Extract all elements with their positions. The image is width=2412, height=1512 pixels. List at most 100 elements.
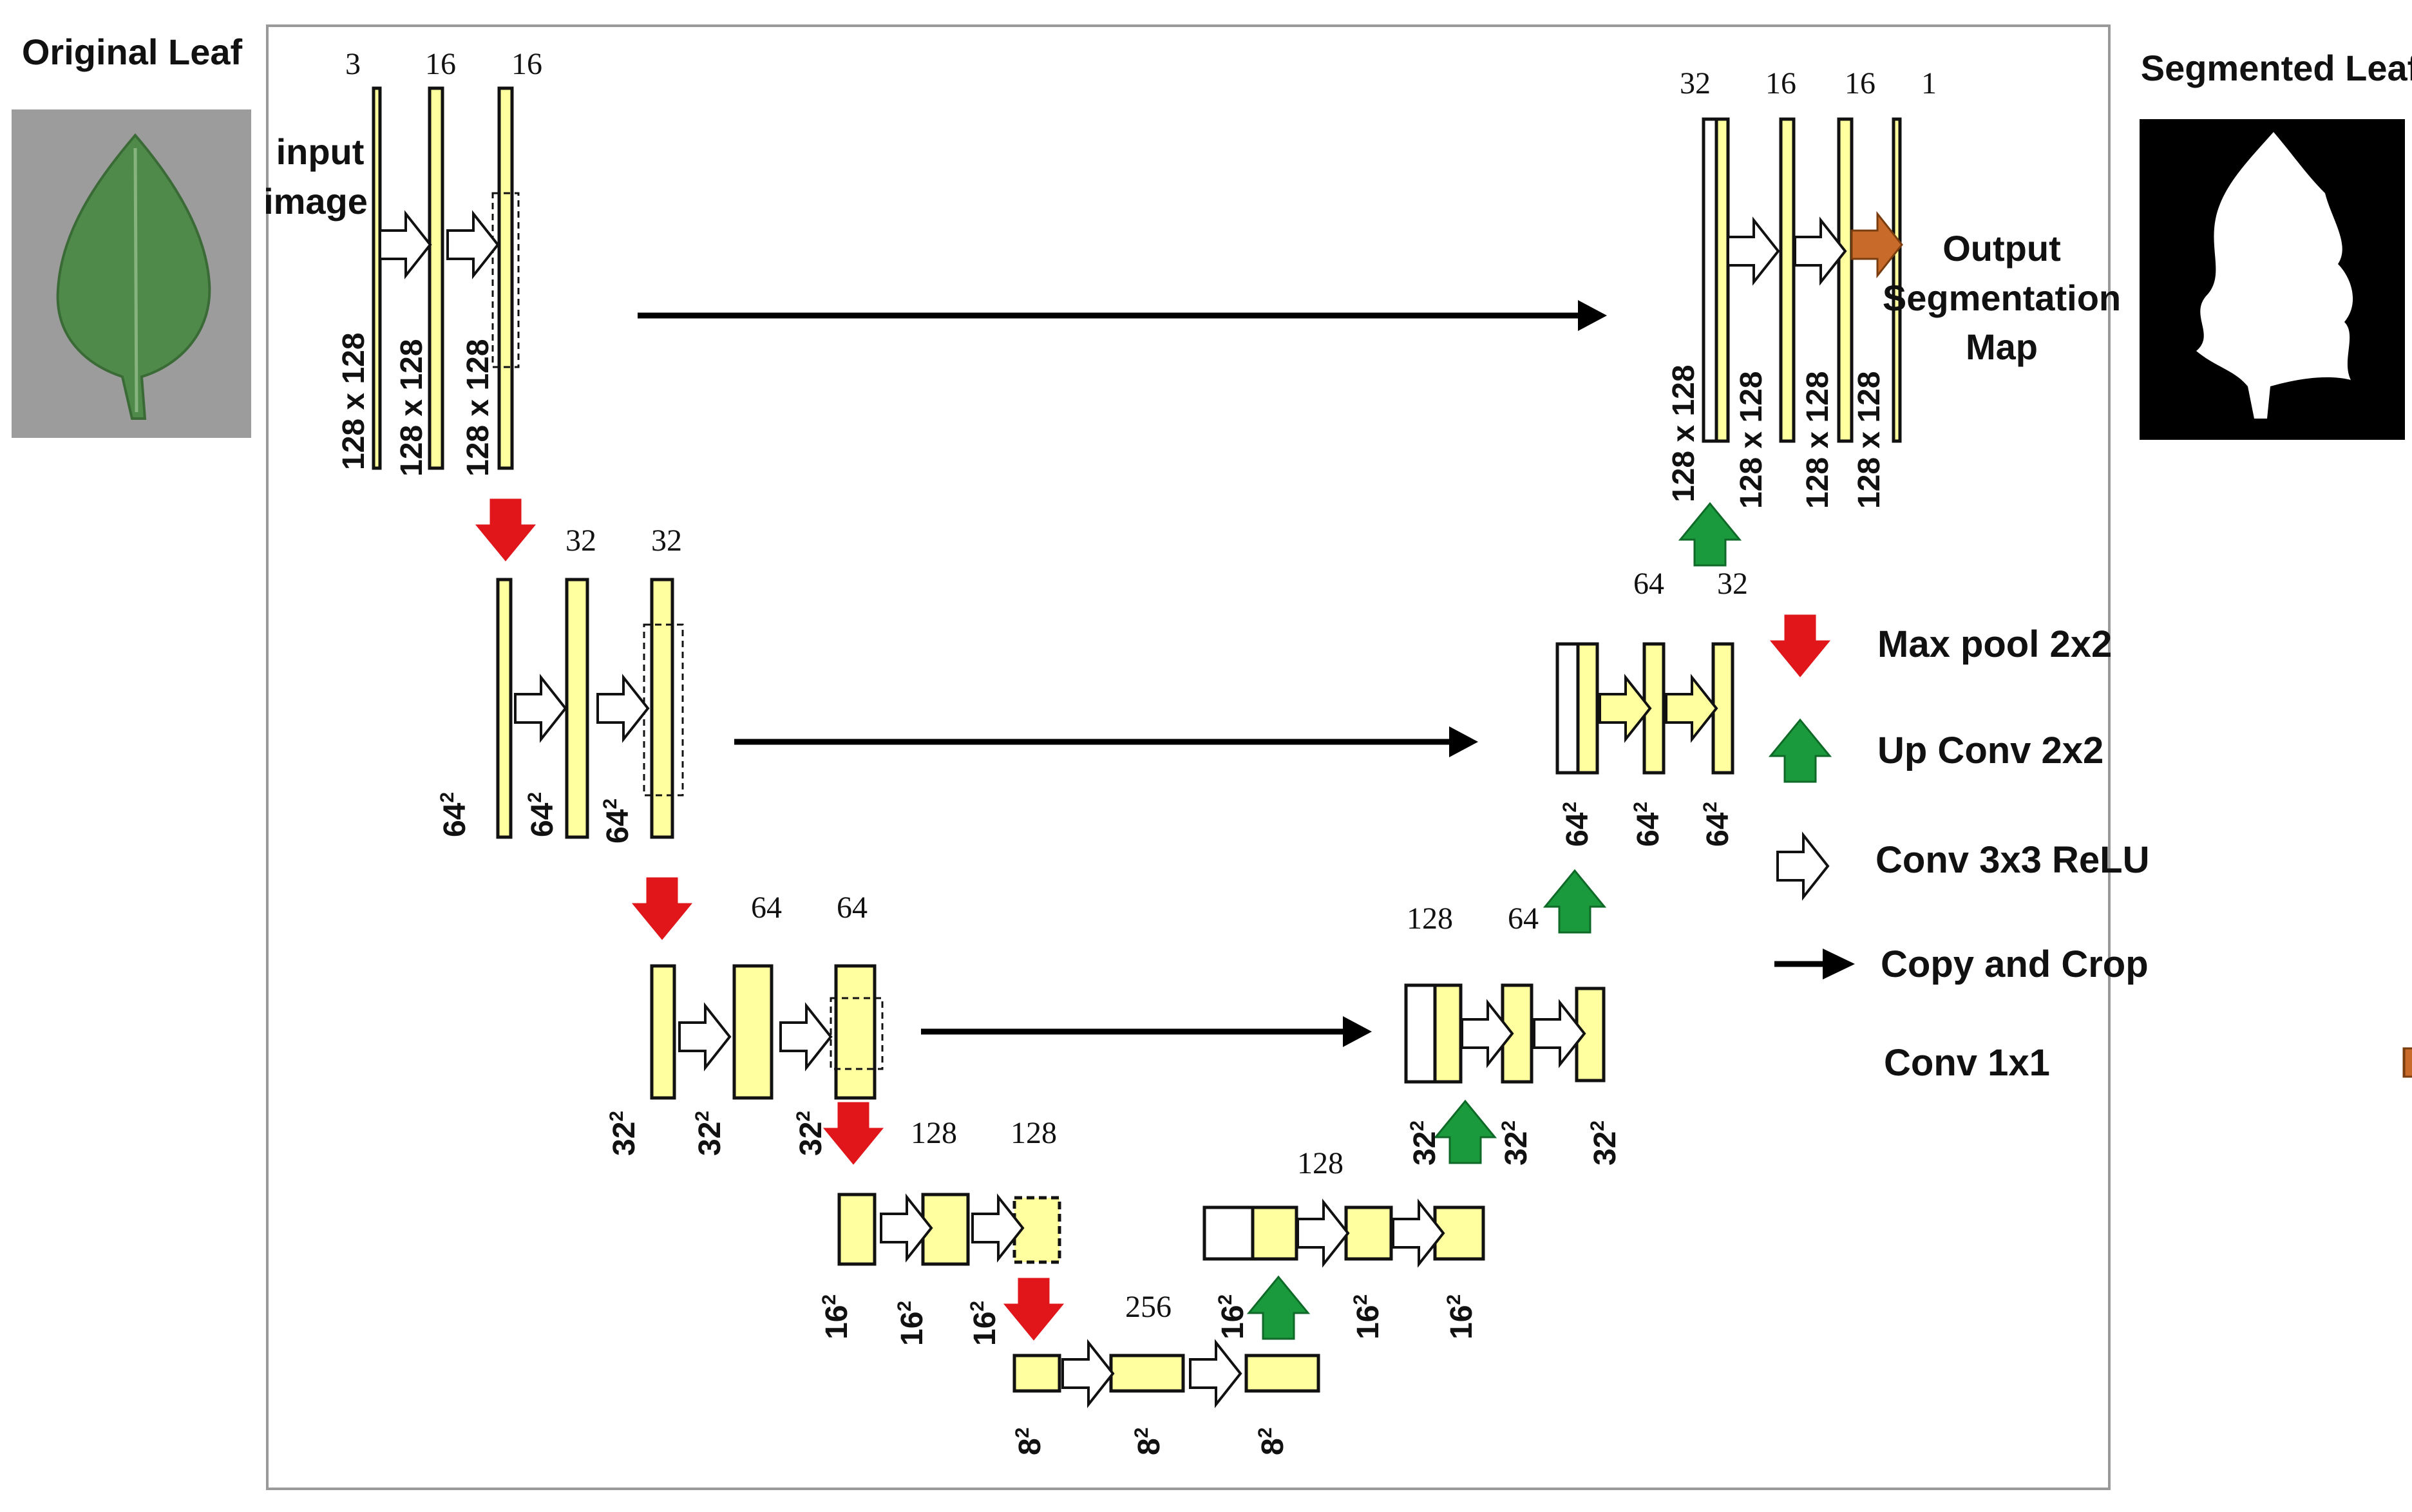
- diagram-frame: [266, 24, 2111, 1490]
- svg-text:322: 322: [1498, 1120, 1534, 1166]
- conv-arrow: [379, 213, 432, 277]
- feature-map: [1702, 117, 1718, 443]
- size-exponent: 2: [1215, 1294, 1236, 1305]
- channel-label: 32: [565, 524, 596, 558]
- size-exponent: 2: [819, 1294, 840, 1305]
- feature-map: [1892, 117, 1902, 443]
- original-leaf-label: Original Leaf: [22, 32, 243, 72]
- conv-arrow: [1776, 834, 1829, 898]
- conv-arrow: [1296, 1201, 1349, 1265]
- feature-map: [1501, 983, 1534, 1084]
- decoder-level-2: 64 32 642 642 642: [1555, 567, 1748, 847]
- size-label: 128 x 128: [1734, 371, 1769, 509]
- svg-text:162: 162: [1215, 1294, 1250, 1339]
- encoder-level-4: 128 128 162 162 162: [819, 1116, 1061, 1346]
- svg-text:642: 642: [1630, 802, 1666, 847]
- channel-label: 64: [1633, 567, 1664, 601]
- input-label: input: [276, 131, 365, 172]
- feature-map: [1012, 1354, 1061, 1393]
- decoder-level-4: 128 162 162 162: [1202, 1146, 1485, 1339]
- feature-map: [1714, 117, 1730, 443]
- channel-label: 16: [425, 47, 456, 81]
- output-label: Output: [1942, 228, 2060, 269]
- svg-text:642: 642: [600, 799, 635, 844]
- size-exponent: 2: [793, 1111, 814, 1122]
- conv-arrow: [1599, 676, 1651, 741]
- channel-label: 128: [1407, 902, 1453, 936]
- size-label: 32: [607, 1122, 641, 1156]
- channel-label: 64: [1508, 902, 1539, 936]
- channel-label: 3: [345, 47, 361, 81]
- svg-text:82: 82: [1012, 1428, 1047, 1455]
- svg-text:82: 82: [1255, 1428, 1290, 1455]
- size-label: 32: [1499, 1131, 1534, 1166]
- legend: Max pool 2x2 Up Conv 2x2 Conv 3x3 ReLU C…: [1769, 614, 2412, 1093]
- size-exponent: 2: [1012, 1428, 1033, 1439]
- feature-map: [565, 578, 589, 839]
- size-label: 64: [438, 802, 472, 837]
- conv-arrow: [779, 1005, 832, 1069]
- size-exponent: 2: [1559, 802, 1581, 813]
- size-exponent: 2: [437, 792, 458, 803]
- feature-map: [1109, 1354, 1185, 1393]
- conv-arrow: [1061, 1341, 1114, 1406]
- size-exponent: 2: [524, 792, 546, 803]
- encoder-level-1: 3 16 16 input image 128 x 128 128 x 128 …: [263, 47, 1607, 477]
- upconv-arrow: [1769, 719, 1831, 783]
- size-label: 128 x 128: [395, 339, 429, 477]
- feature-map: [496, 578, 513, 839]
- size-label: 64: [601, 809, 635, 844]
- feature-map: [650, 964, 676, 1100]
- feature-map: [497, 86, 514, 470]
- channel-label: 128: [1297, 1146, 1344, 1180]
- maxpool-arrow: [1770, 614, 1830, 677]
- size-exponent: 2: [1255, 1428, 1276, 1439]
- svg-text:642: 642: [1559, 802, 1595, 847]
- encoder-level-2: 32 32 642 642 642: [437, 524, 1478, 844]
- maxpool-arrow: [823, 1102, 884, 1165]
- conv-arrow: [678, 1005, 731, 1069]
- size-label: 128 x 128: [1801, 371, 1835, 509]
- conv1x1-arrow: [2404, 1032, 2412, 1093]
- channel-label: 16: [511, 47, 542, 81]
- feature-map: [650, 578, 674, 839]
- svg-text:162: 162: [819, 1294, 854, 1339]
- size-label: 8: [1132, 1438, 1166, 1455]
- conv-arrow: [1727, 219, 1780, 283]
- channel-label: 16: [1765, 66, 1796, 100]
- crop-region: [491, 192, 520, 368]
- input-label: image: [263, 181, 368, 222]
- legend-copy-label: Copy and Crop: [1881, 943, 2149, 985]
- svg-text:162: 162: [1443, 1294, 1479, 1339]
- feature-map: [1251, 1205, 1298, 1261]
- svg-text:322: 322: [793, 1111, 828, 1156]
- feature-map: [1344, 1205, 1393, 1261]
- feature-map: [1433, 983, 1463, 1084]
- size-exponent: 2: [1131, 1428, 1152, 1439]
- legend-upconv-label: Up Conv 2x2: [1877, 730, 2103, 771]
- svg-text:322: 322: [1407, 1120, 1442, 1166]
- size-label: 32: [1588, 1131, 1622, 1166]
- original-leaf-image: [12, 109, 251, 438]
- conv-arrow: [1189, 1341, 1242, 1406]
- feature-map: [1244, 1354, 1320, 1393]
- size-label: 16: [1351, 1305, 1385, 1339]
- feature-map: [1555, 642, 1580, 775]
- upconv-arrow: [1434, 1100, 1496, 1164]
- size-label: 16: [1445, 1305, 1479, 1339]
- size-exponent: 2: [967, 1301, 988, 1312]
- channel-label: 64: [751, 891, 782, 925]
- size-label: 32: [1408, 1131, 1442, 1166]
- svg-text:322: 322: [1587, 1120, 1622, 1166]
- upconv-arrow: [1544, 869, 1606, 934]
- size-label: 16: [968, 1312, 1002, 1346]
- size-label: 64: [1561, 812, 1595, 847]
- size-exponent: 2: [606, 1111, 627, 1122]
- channel-label: 16: [1845, 66, 1875, 100]
- size-exponent: 2: [1350, 1294, 1371, 1305]
- size-label: 64: [1701, 812, 1735, 847]
- feature-map: [1837, 117, 1854, 443]
- svg-text:322: 322: [606, 1111, 641, 1156]
- channel-label: 256: [1125, 1290, 1172, 1324]
- legend-maxpool-label: Max pool 2x2: [1877, 623, 2112, 665]
